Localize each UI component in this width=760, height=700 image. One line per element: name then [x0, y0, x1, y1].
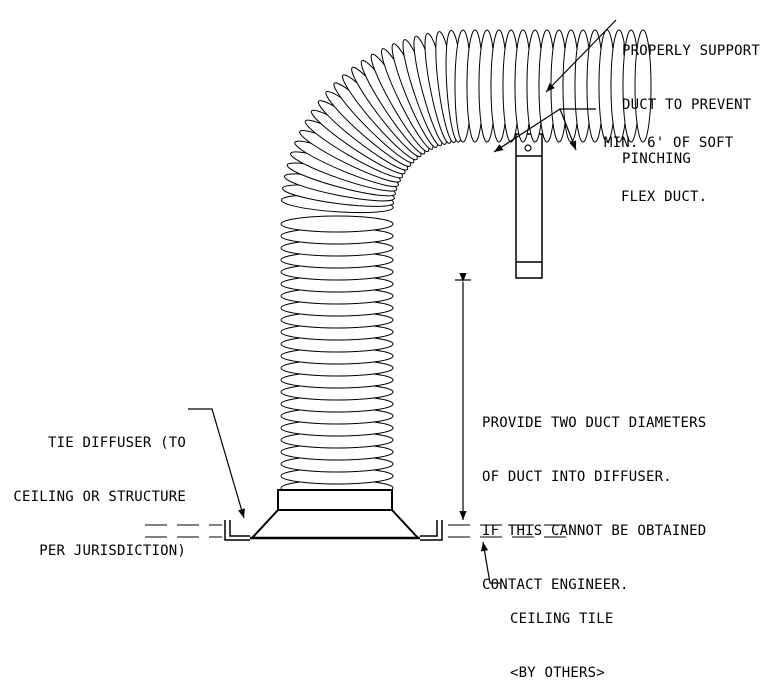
note-line: CEILING OR STRUCTURE [13, 489, 186, 505]
dimension-line [455, 273, 471, 520]
note-line: CEILING TILE [510, 611, 614, 627]
note-line: PROPERLY SUPPORT [622, 43, 760, 59]
soft-flex-duct [280, 29, 652, 497]
note-ceiling-tile: CEILING TILE <BY OTHERS> [510, 574, 614, 700]
note-tie-diffuser: TIE DIFFUSER (TO CEILING OR STRUCTURE PE… [2, 398, 186, 578]
ceiling-tile-dashed-lines [145, 524, 572, 538]
diffuser-neck [277, 489, 393, 511]
note-line: <BY OTHERS> [510, 665, 605, 681]
ceiling-t-bars [224, 520, 443, 541]
support-leader [545, 19, 617, 93]
duct-corrugation [634, 29, 652, 143]
note-line: IF THIS CANNOT BE OBTAINED [482, 523, 707, 539]
leader-lines [188, 19, 617, 584]
note-line: CONTACT ENGINEER. [482, 577, 629, 593]
flex-leader-right [559, 108, 577, 151]
note-line: MIN. 6' OF SOFT [604, 135, 734, 151]
note-line: FLEX DUCT. [621, 189, 708, 205]
note-line: TIE DIFFUSER (TO [47, 435, 186, 451]
flex-duct-detail-drawing [145, 19, 652, 584]
ceiling-leader [480, 541, 500, 584]
note-line: PER JURISDICTION) [39, 543, 186, 559]
note-line: PINCHING [622, 151, 692, 167]
hanger-strap [515, 76, 543, 279]
diffuser [249, 489, 421, 540]
diffuser-body [249, 509, 421, 539]
note-line: OF DUCT INTO DIFFUSER. [482, 469, 672, 485]
duct-corrugation [280, 215, 394, 233]
note-line: PROVIDE TWO DUCT DIAMETERS [482, 415, 707, 431]
tie-leader [188, 408, 245, 519]
strap-bolt [524, 144, 532, 152]
note-line: DUCT TO PREVENT [622, 97, 752, 113]
note-properly-support: PROPERLY SUPPORT DUCT TO PREVENT PINCHIN… [622, 6, 760, 186]
note-min-flex-duct: MIN. 6' OF SOFT FLEX DUCT. [604, 98, 733, 224]
note-provide-two-diameters: PROVIDE TWO DUCT DIAMETERS OF DUCT INTO … [482, 378, 706, 612]
